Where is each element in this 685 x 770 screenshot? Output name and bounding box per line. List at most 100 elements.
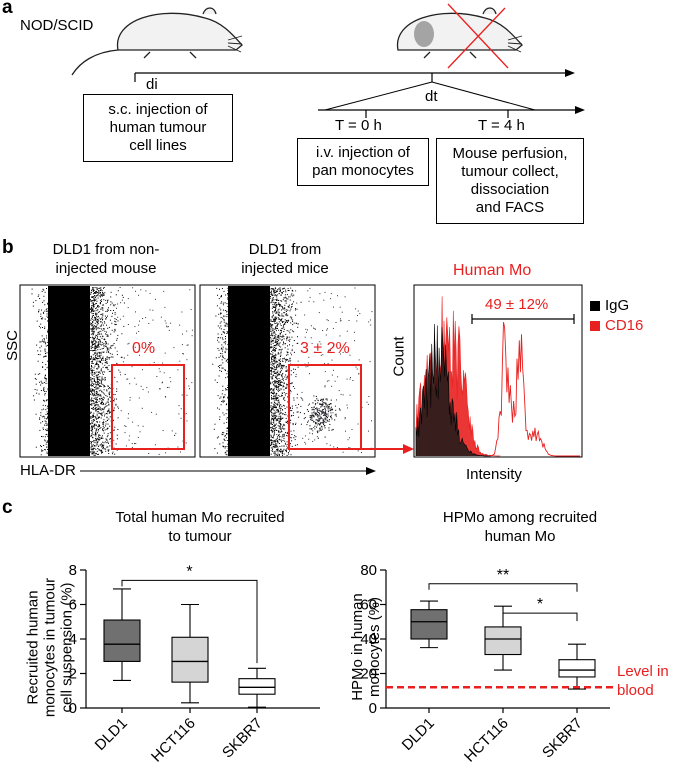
dt-label: dt — [425, 88, 438, 105]
hist-percent: 49 ± 12% — [485, 296, 549, 313]
x-tick-label: DLD1 — [399, 715, 438, 754]
significance-bracket: ** — [428, 567, 578, 592]
significance-stars: * — [537, 596, 543, 613]
box1-line1: s.c. injection of — [108, 101, 208, 118]
gate1-percent: 0% — [132, 340, 156, 357]
iqr-box — [558, 659, 596, 678]
t4-label: T = 4 h — [478, 117, 525, 134]
legend-cd16-label: CD16 — [605, 317, 644, 334]
mouse-icon-1 — [71, 7, 243, 76]
dot-plot-1-frame — [19, 284, 196, 458]
box-hct116 — [171, 603, 209, 704]
ssc-label: SSC — [3, 330, 21, 361]
perfusion-box: Mouse perfusion, tumour collect, dissoci… — [436, 138, 584, 224]
legend-cd16-swatch — [590, 321, 600, 331]
significance-stars: * — [186, 563, 192, 580]
level-in-blood-line1: Level in — [617, 663, 669, 680]
count-label: Count — [390, 336, 408, 377]
histogram — [415, 296, 580, 457]
tumour-icon — [414, 21, 434, 47]
plot1-title-line2: injected mouse — [55, 260, 157, 277]
box2-line1: i.v. injection of — [316, 144, 410, 161]
panel-a-diagram — [71, 3, 585, 118]
box3-line2: tumour collect, — [461, 163, 559, 180]
hla-dr-label: HLA-DR — [20, 462, 76, 479]
cd16-positive-peaks — [489, 322, 580, 457]
x-tick-label: HCT116 — [148, 715, 199, 766]
injection-box: s.c. injection of human tumour cell line… — [83, 94, 233, 162]
box-dld1 — [103, 588, 141, 681]
dot-plot-1 — [31, 286, 193, 456]
box3-line4: and FACS — [475, 199, 545, 216]
chart1-title-line2: to tumour — [168, 528, 232, 545]
t0-label: T = 0 h — [335, 117, 382, 134]
gate-2 — [288, 364, 362, 450]
plot2-title: DLD1 from injected mice — [195, 240, 375, 278]
gate2-percent: 3 ± 2% — [300, 340, 350, 357]
bracket-line — [121, 579, 258, 664]
strain-label: NOD/SCID — [20, 17, 94, 34]
y-tick-label: 0 — [69, 700, 77, 717]
iqr-box — [484, 626, 522, 656]
iqr-box — [103, 619, 141, 662]
gate-1 — [111, 364, 185, 450]
y-tick-label: 40 — [360, 631, 377, 648]
plot2-title-line2: injected mice — [241, 260, 329, 277]
plot1-title: DLD1 from non- injected mouse — [16, 240, 196, 278]
box2-line2: pan monocytes — [312, 162, 414, 179]
plot1-title-line1: DLD1 from non- — [52, 241, 160, 258]
box-hct116 — [484, 605, 522, 671]
x-tick-label: SKBR7 — [219, 715, 266, 762]
iv-injection-box: i.v. injection of pan monocytes — [297, 138, 429, 186]
intensity-label: Intensity — [466, 466, 522, 483]
chart2-title-line1: HPMo among recruited — [442, 509, 598, 526]
chart1-title: Total human Mo recruited to tumour — [80, 508, 320, 546]
chart1-title-line1: Total human Mo recruited — [115, 509, 285, 526]
y-tick-label: 4 — [69, 631, 77, 648]
bracket-line — [502, 612, 578, 622]
iqr-box — [238, 678, 276, 695]
plot2-title-line1: DLD1 from — [248, 241, 322, 258]
dense-population — [228, 286, 270, 456]
significance-bracket: * — [121, 563, 258, 664]
panel-a-letter: a — [2, 0, 13, 18]
y-tick-label: 0 — [369, 700, 377, 717]
iqr-box — [171, 636, 209, 683]
level-in-blood-label: Level in blood — [617, 662, 669, 700]
box3-line1: Mouse perfusion, — [452, 145, 568, 162]
box3-line3: dissociation — [470, 181, 550, 198]
dot-plot-2 — [212, 286, 373, 456]
box-skbr7 — [558, 643, 596, 690]
igg-histogram — [415, 323, 490, 457]
hist-title: Human Mo — [453, 262, 532, 279]
level-in-blood-line2: blood — [617, 682, 654, 699]
dense-population — [48, 286, 90, 456]
flow-cytometry-panel — [19, 284, 600, 475]
y-tick-label: 20 — [360, 666, 377, 683]
y-tick-label: 2 — [69, 666, 77, 683]
box1-line3: cell lines — [129, 137, 187, 154]
y-tick-label: 8 — [69, 562, 77, 579]
y-tick-label: 6 — [69, 597, 77, 614]
box-skbr7 — [238, 667, 276, 708]
significance-bracket: * — [502, 596, 578, 622]
bracket-line — [428, 583, 578, 592]
box1-line2: human tumour — [109, 119, 207, 136]
y-tick-label: 80 — [360, 562, 377, 579]
di-label: di — [146, 76, 158, 93]
legend-igg-label: IgG — [605, 297, 630, 314]
x-tick-label: HCT116 — [461, 715, 512, 766]
x-tick-label: DLD1 — [92, 715, 131, 754]
panel-b-letter: b — [2, 237, 14, 258]
legend-igg-swatch — [590, 301, 600, 311]
panel-c-letter: c — [2, 497, 13, 518]
x-tick-label: SKBR7 — [539, 715, 586, 762]
iqr-box — [410, 609, 448, 640]
chart2-title-line2: human Mo — [484, 528, 556, 545]
y-tick-label: 60 — [360, 597, 377, 614]
chart2-title: HPMo among recruited human Mo — [400, 508, 640, 546]
significance-stars: ** — [497, 567, 509, 584]
